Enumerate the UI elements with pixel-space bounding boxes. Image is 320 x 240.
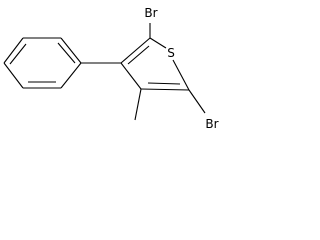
bond-c4-c5-inner bbox=[147, 82, 181, 85]
atom-labels: Br S Br bbox=[144, 6, 218, 131]
bond-ph3 bbox=[3, 37, 24, 64]
thiophene-ring bbox=[120, 37, 190, 91]
bond-c5-c4 bbox=[140, 88, 190, 91]
bond-c4-methyl bbox=[134, 88, 142, 121]
substituent-bonds bbox=[81, 23, 206, 121]
atom-label-sulfur: S bbox=[167, 46, 175, 60]
bond-ph3-inner bbox=[9, 43, 27, 65]
bond-c5-br bbox=[188, 89, 206, 114]
bond-s-c5 bbox=[172, 59, 190, 91]
bond-c3-c2 bbox=[120, 37, 151, 64]
bond-ph6 bbox=[60, 62, 82, 89]
atom-label-br-right: Br bbox=[205, 117, 218, 131]
bond-ph1 bbox=[60, 37, 82, 64]
bond-ph4 bbox=[3, 62, 24, 89]
bond-c3-c2-inner bbox=[127, 45, 150, 65]
bond-c4-c3 bbox=[120, 62, 142, 90]
atom-label-br-top: Br bbox=[144, 6, 157, 20]
phenyl-ring bbox=[3, 37, 82, 89]
bond-c2-s bbox=[149, 37, 167, 49]
bond-ph1-inner bbox=[57, 42, 76, 64]
structure-diagram: Br S Br bbox=[3, 6, 219, 131]
